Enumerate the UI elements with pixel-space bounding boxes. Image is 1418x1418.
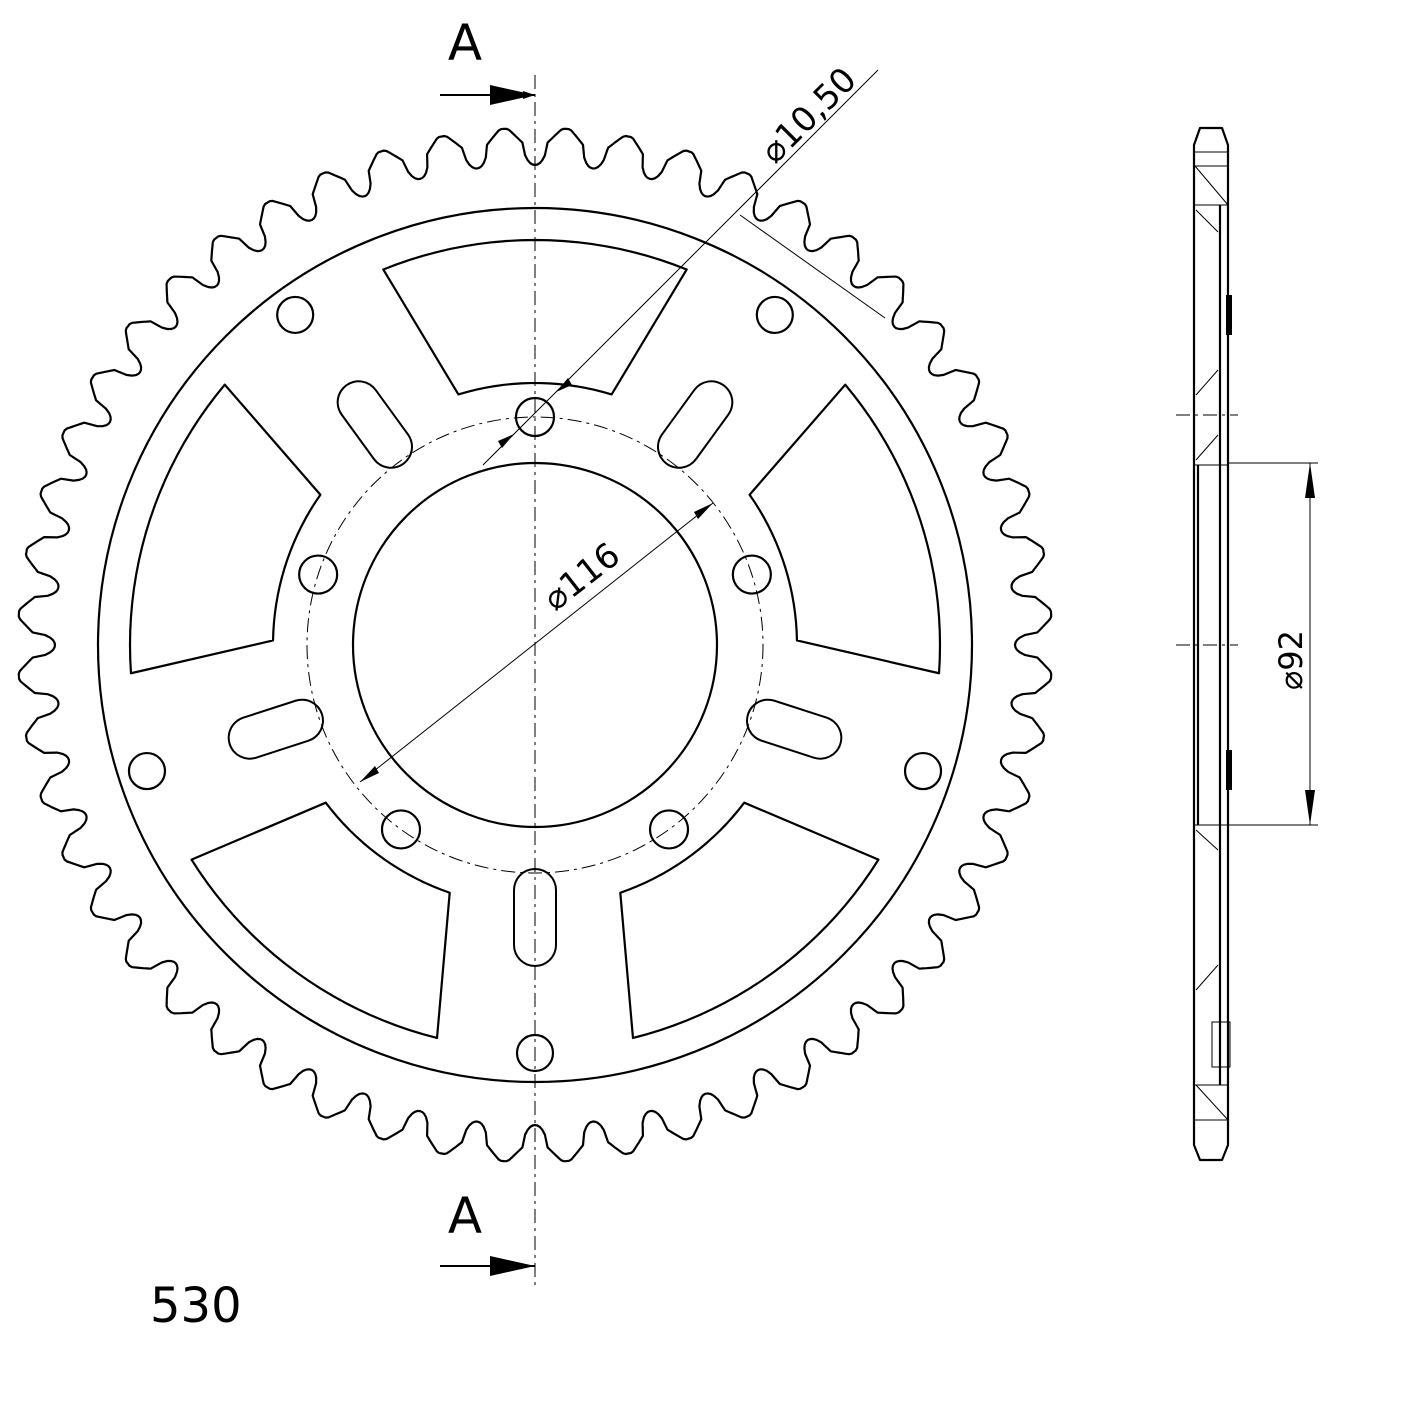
bolt-hole [731, 554, 772, 595]
section-markers: A A [440, 14, 535, 1276]
window-cutout [748, 383, 942, 675]
sprocket-teeth-outline [17, 127, 1053, 1163]
outer-hole [903, 751, 943, 791]
window-cutout [382, 238, 688, 396]
arrow-icon [490, 85, 535, 105]
outer-holes [127, 295, 943, 1073]
chain-pitch-label: 530 [150, 1278, 242, 1334]
bolt-holes [298, 396, 772, 850]
slot-inner [338, 382, 411, 467]
hole-diameter-dimension: ⌀10,50 [753, 60, 865, 172]
section-label-top: A [448, 14, 482, 72]
slot-inner [659, 382, 732, 467]
dimensions: ⌀10,50 ⌀116 ⌀92 [359, 60, 1318, 826]
arrow-icon [490, 1256, 535, 1276]
outer-hole [127, 751, 167, 791]
lightening-windows [128, 238, 942, 1040]
hub-diameter-dimension: ⌀92 [1272, 630, 1310, 690]
pitch-circle-diameter [306, 416, 764, 874]
side-view [1176, 126, 1238, 1162]
bolt-hole [648, 809, 690, 850]
window-cutout [190, 801, 451, 1040]
slot-inner [229, 700, 322, 758]
section-label-bottom: A [448, 1187, 482, 1245]
window-cutout [128, 383, 322, 675]
window-cutout [619, 801, 880, 1040]
outer-hole [515, 1033, 555, 1073]
bolt-hole [380, 809, 422, 850]
outer-hole [276, 295, 315, 335]
bolt-hole [298, 554, 339, 595]
outer-hole [755, 295, 794, 335]
front-view [17, 75, 1053, 1285]
slot-inner [748, 700, 841, 758]
